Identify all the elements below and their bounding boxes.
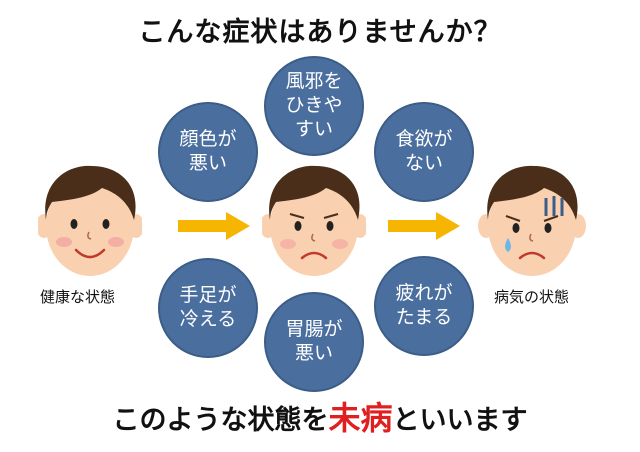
bubble-cold: 風邪を ひきや すい [264, 56, 364, 156]
unwell-face-icon [262, 165, 366, 276]
bubble-appetite: 食欲が ない [374, 102, 474, 202]
healthy-face-icon [38, 165, 142, 276]
conclusion-after: といいます [392, 405, 528, 436]
conclusion-text: このような状態を未病といいます [0, 393, 640, 439]
bubble-cold-limbs: 手足が 冷える [158, 258, 258, 358]
page-title: こんな症状はありませんか？ [138, 17, 502, 48]
bubble-stomach: 胃腸が 悪い [264, 292, 364, 392]
arrow-right-icon [388, 212, 460, 240]
sick-face-icon [478, 165, 586, 276]
arrow-right-icon [178, 212, 250, 240]
bubble-complexion: 顔色が 悪い [158, 102, 258, 202]
healthy-state-label: 健康な状態 [40, 288, 116, 306]
bubble-fatigue: 疲れが たまる [374, 256, 474, 356]
conclusion-before: このような状態を [112, 405, 329, 436]
sick-state-label: 病気の状態 [494, 288, 570, 306]
mibyou-highlight: 未病 [328, 399, 393, 437]
